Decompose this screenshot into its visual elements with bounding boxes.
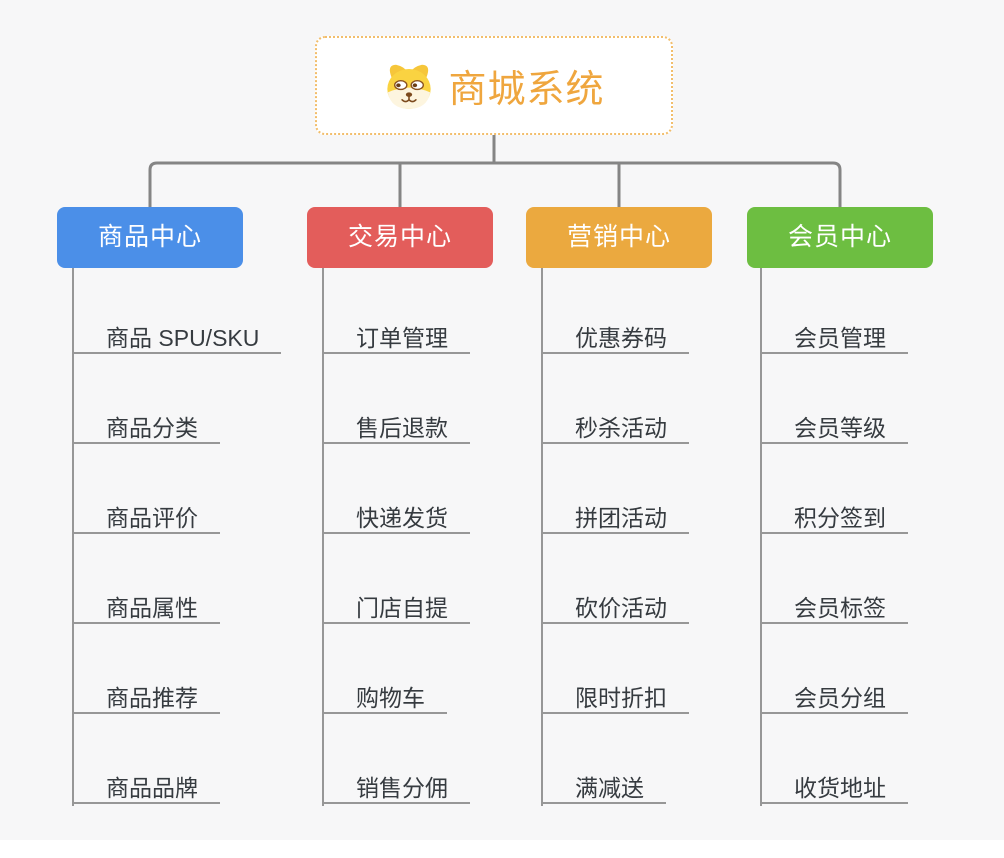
- leaf-node[interactable]: 快递发货: [322, 498, 470, 534]
- leaf-node[interactable]: 商品品牌: [72, 768, 220, 804]
- leaf-node[interactable]: 商品推荐: [72, 678, 220, 714]
- leaf-node[interactable]: 购物车: [322, 678, 447, 714]
- leaf-node[interactable]: 积分签到: [760, 498, 908, 534]
- leaf-node[interactable]: 拼团活动: [541, 498, 689, 534]
- leaf-node[interactable]: 收货地址: [760, 768, 908, 804]
- branch-trunk-line: [541, 268, 543, 806]
- shiba-dog-icon: [387, 64, 432, 109]
- leaf-column-trade-center: 订单管理 售后退款 快递发货 门店自提 购物车 销售分佣: [322, 318, 470, 858]
- branch-trunk-line: [322, 268, 324, 806]
- leaf-node[interactable]: 商品 SPU/SKU: [72, 318, 282, 354]
- leaf-node[interactable]: 优惠券码: [541, 318, 689, 354]
- branch-node-member-center[interactable]: 会员中心: [747, 207, 933, 268]
- branch-node-trade-center[interactable]: 交易中心: [307, 207, 493, 268]
- leaf-node[interactable]: 售后退款: [322, 408, 470, 444]
- leaf-column-product-center: 商品 SPU/SKU 商品分类 商品评价 商品属性 商品推荐 商品品牌: [72, 318, 282, 858]
- branch-node-marketing-center[interactable]: 营销中心: [526, 207, 712, 268]
- leaf-column-marketing-center: 优惠券码 秒杀活动 拼团活动 砍价活动 限时折扣 满减送: [541, 318, 689, 858]
- leaf-node[interactable]: 门店自提: [322, 588, 470, 624]
- branch-node-product-center[interactable]: 商品中心: [57, 207, 243, 268]
- leaf-node[interactable]: 销售分佣: [322, 768, 470, 804]
- mindmap-canvas: 商城系统 商品中心 交易中心 营销中心 会员中心 商品 SPU/SKU 商品分类…: [57, 36, 933, 806]
- leaf-node[interactable]: 会员管理: [760, 318, 908, 354]
- leaf-node[interactable]: 秒杀活动: [541, 408, 689, 444]
- leaf-node[interactable]: 会员分组: [760, 678, 908, 714]
- leaf-node[interactable]: 商品评价: [72, 498, 220, 534]
- leaf-node[interactable]: 砍价活动: [541, 588, 689, 624]
- leaf-node[interactable]: 商品属性: [72, 588, 220, 624]
- tree-connector-lines: [148, 134, 842, 207]
- leaf-node[interactable]: 会员标签: [760, 588, 908, 624]
- branch-trunk-line: [72, 268, 74, 806]
- leaf-column-member-center: 会员管理 会员等级 积分签到 会员标签 会员分组 收货地址: [760, 318, 908, 858]
- leaf-node[interactable]: 限时折扣: [541, 678, 689, 714]
- leaf-node[interactable]: 商品分类: [72, 408, 220, 444]
- root-node-mall-system[interactable]: 商城系统: [315, 36, 673, 135]
- branch-trunk-line: [760, 268, 762, 806]
- root-node-label: 商城系统: [448, 69, 605, 111]
- leaf-node[interactable]: 满减送: [541, 768, 666, 804]
- leaf-node[interactable]: 订单管理: [322, 318, 470, 354]
- leaf-node[interactable]: 会员等级: [760, 408, 908, 444]
